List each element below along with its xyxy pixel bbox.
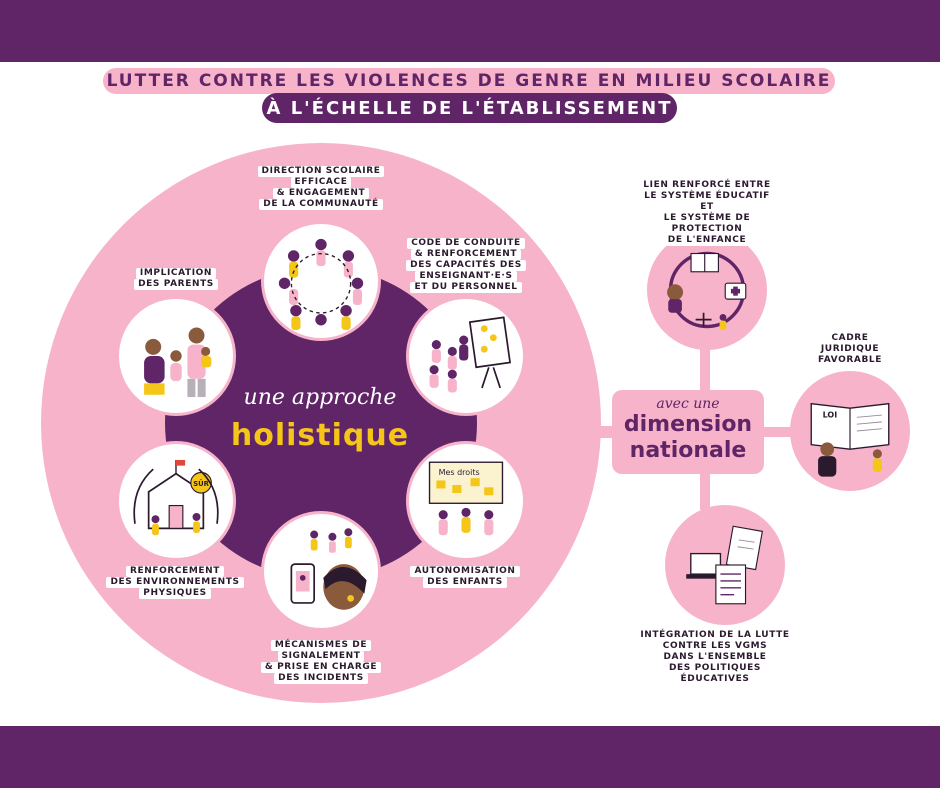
center-approach-text: une approche [243, 385, 397, 410]
policy-documents-icon [665, 505, 785, 625]
safe-school-icon: SÛR [116, 441, 236, 561]
community-circle-icon [261, 221, 381, 341]
title-line-2: À L'ÉCHELLE DE L'ÉTABLISSEMENT [262, 93, 677, 123]
safe-badge-text: SÛR [193, 479, 209, 488]
law-book-icon: LOI [790, 371, 910, 491]
connector-integration [700, 470, 710, 510]
book-text: LOI [823, 410, 838, 419]
bottom-band [0, 726, 940, 788]
national-line-1: avec une [656, 396, 720, 412]
classroom-training-icon [406, 296, 526, 416]
children-rights-board-icon: Mes droits [406, 441, 526, 561]
connector-main [590, 426, 618, 438]
board-text: Mes droits [439, 468, 480, 477]
center-holistic-text: holistique [230, 418, 410, 453]
connector-cadre [758, 427, 798, 437]
connector-protection [700, 344, 710, 394]
family-icon [116, 296, 236, 416]
phone-reporting-icon [261, 511, 381, 631]
top-band [0, 0, 940, 62]
education-protection-cycle-icon [647, 230, 767, 350]
title-line-1: LUTTER CONTRE LES VIOLENCES DE GENRE EN … [103, 68, 835, 94]
